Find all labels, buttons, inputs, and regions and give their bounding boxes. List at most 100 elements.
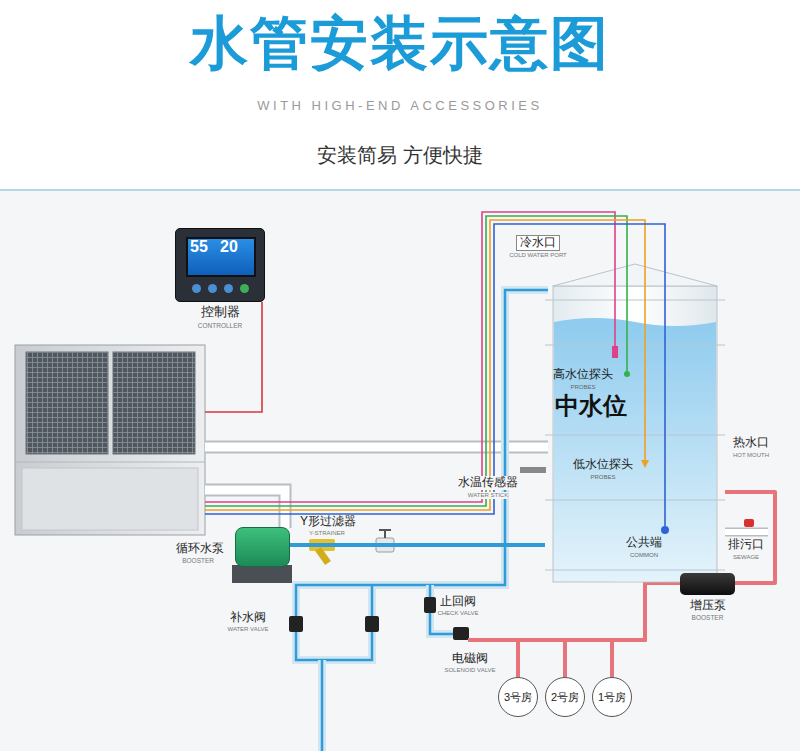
hot-water-fittings [725,529,768,535]
unit-water-pipe [205,490,285,528]
node-label: 中水位 [555,392,627,420]
part-sublabel: SOLENOID VALVE [444,667,495,674]
heat-pump-unit [113,352,195,454]
node-sublabel: CONTROLLER [198,322,242,329]
unit-water-pipe [205,447,548,528]
port-sublabel: HOT MOUTH [733,452,769,459]
node-label: 增压泵 [690,599,726,613]
heat-pump-unit [15,345,205,535]
probe-tip [641,460,649,468]
circulation-pump-base [232,565,292,583]
heat-pump-unit [22,468,198,530]
node-sublabel: BOOSTER [182,557,214,564]
probe-sublabel: PROBES [590,474,615,481]
probe-tip [624,371,630,377]
valve-symbol [424,597,436,613]
node-label: 3号房 [504,691,532,704]
sensor-sublabel: WATER STICK [468,492,508,499]
hot-water-fittings [744,519,754,527]
probe-wire [626,262,628,372]
hot-water-fittings [725,528,768,537]
tank-rib [545,499,725,500]
probe-sublabel: PROBES [570,384,595,391]
pipe-connector [518,583,680,677]
node-label: 控制器 [201,305,240,320]
probe-tip [661,526,669,534]
ball-valve-symbol [376,530,394,552]
signal-wire [205,224,665,514]
part-label: Y形过滤器 [300,515,356,529]
part-sublabel: Y-STRAINER [309,530,345,537]
probe-wire [614,262,616,352]
hot-water-fittings [725,519,768,532]
port-sublabel: SEWAGE [733,554,759,561]
ball-valve-symbol [379,530,391,538]
tank-water [554,318,716,581]
cold-water-line [296,290,548,660]
screen-reading: 20 [220,238,238,256]
probe-label: 公共端 [626,536,662,550]
hot-water-line [468,638,518,642]
y-strainer-symbol [318,549,328,563]
room-circle: 2号房 [545,677,585,717]
background [0,190,800,751]
tank-body [553,286,717,582]
unit-water-pipe [205,490,285,528]
port-label: 冷水口 [516,235,560,251]
tank-rib [545,434,725,435]
circulation-pump-base [232,565,292,583]
controller-button [208,284,217,293]
background [0,190,800,751]
heat-pump-unit [15,345,205,535]
booster-pump: 增压泵BOOSTER [680,573,735,595]
tank-rib [545,299,725,300]
probe-tip [612,346,618,358]
node-label: 循环水泵 [176,542,224,556]
pipe-connector [565,583,680,677]
tank-rib [545,569,725,570]
cold-water-line [296,290,548,751]
pipe-connector [612,583,680,677]
node-label: 1号房 [598,691,626,704]
part-sublabel: WATER VALVE [227,626,268,633]
part-label: 电磁阀 [452,652,488,666]
node-label: 2号房 [551,691,579,704]
circulation-pump: 循环水泵BOOSTER [235,527,290,567]
valve-symbol [365,616,379,632]
cold-water-line [318,660,326,751]
background [0,189,800,191]
pipe-connector [290,543,545,547]
hot-water-line [468,640,518,641]
unit-water-pipe [205,443,548,452]
controller-button [192,284,201,293]
probe-sublabel: COMMON [630,552,658,559]
heat-pump-unit [26,352,108,454]
tank-lid [553,264,717,286]
heat-pump-unit [15,462,205,463]
valve-symbol [453,627,469,640]
subtitle: WITH HIGH-END ACCESSORIES [257,99,542,114]
room-circle: 1号房 [592,677,632,717]
probe-label: 低水位探头 [573,458,633,472]
room-circle: 3号房 [498,677,538,717]
screen-reading: 55 [190,238,208,256]
controller-button [240,284,249,293]
probe-wire [664,262,666,526]
tagline: 安装简易 方便快捷 [317,144,483,167]
valve-symbol [289,616,303,632]
port-label: 排污口 [728,538,764,552]
tank-rib [545,344,725,345]
cold-water-line [321,660,324,751]
pipe-connector [725,492,775,583]
probe-label: 高水位探头 [553,368,613,382]
part-label: 补水阀 [230,611,266,625]
unit-water-pipe [205,441,548,454]
part-label: 止回阀 [440,595,476,609]
y-strainer-symbol [309,539,335,563]
port-sublabel: COLD WATER PORT [509,252,567,259]
probe-wire [644,262,646,460]
port-label: 热水口 [733,436,769,450]
part-sublabel: CHECK VALVE [437,610,478,617]
